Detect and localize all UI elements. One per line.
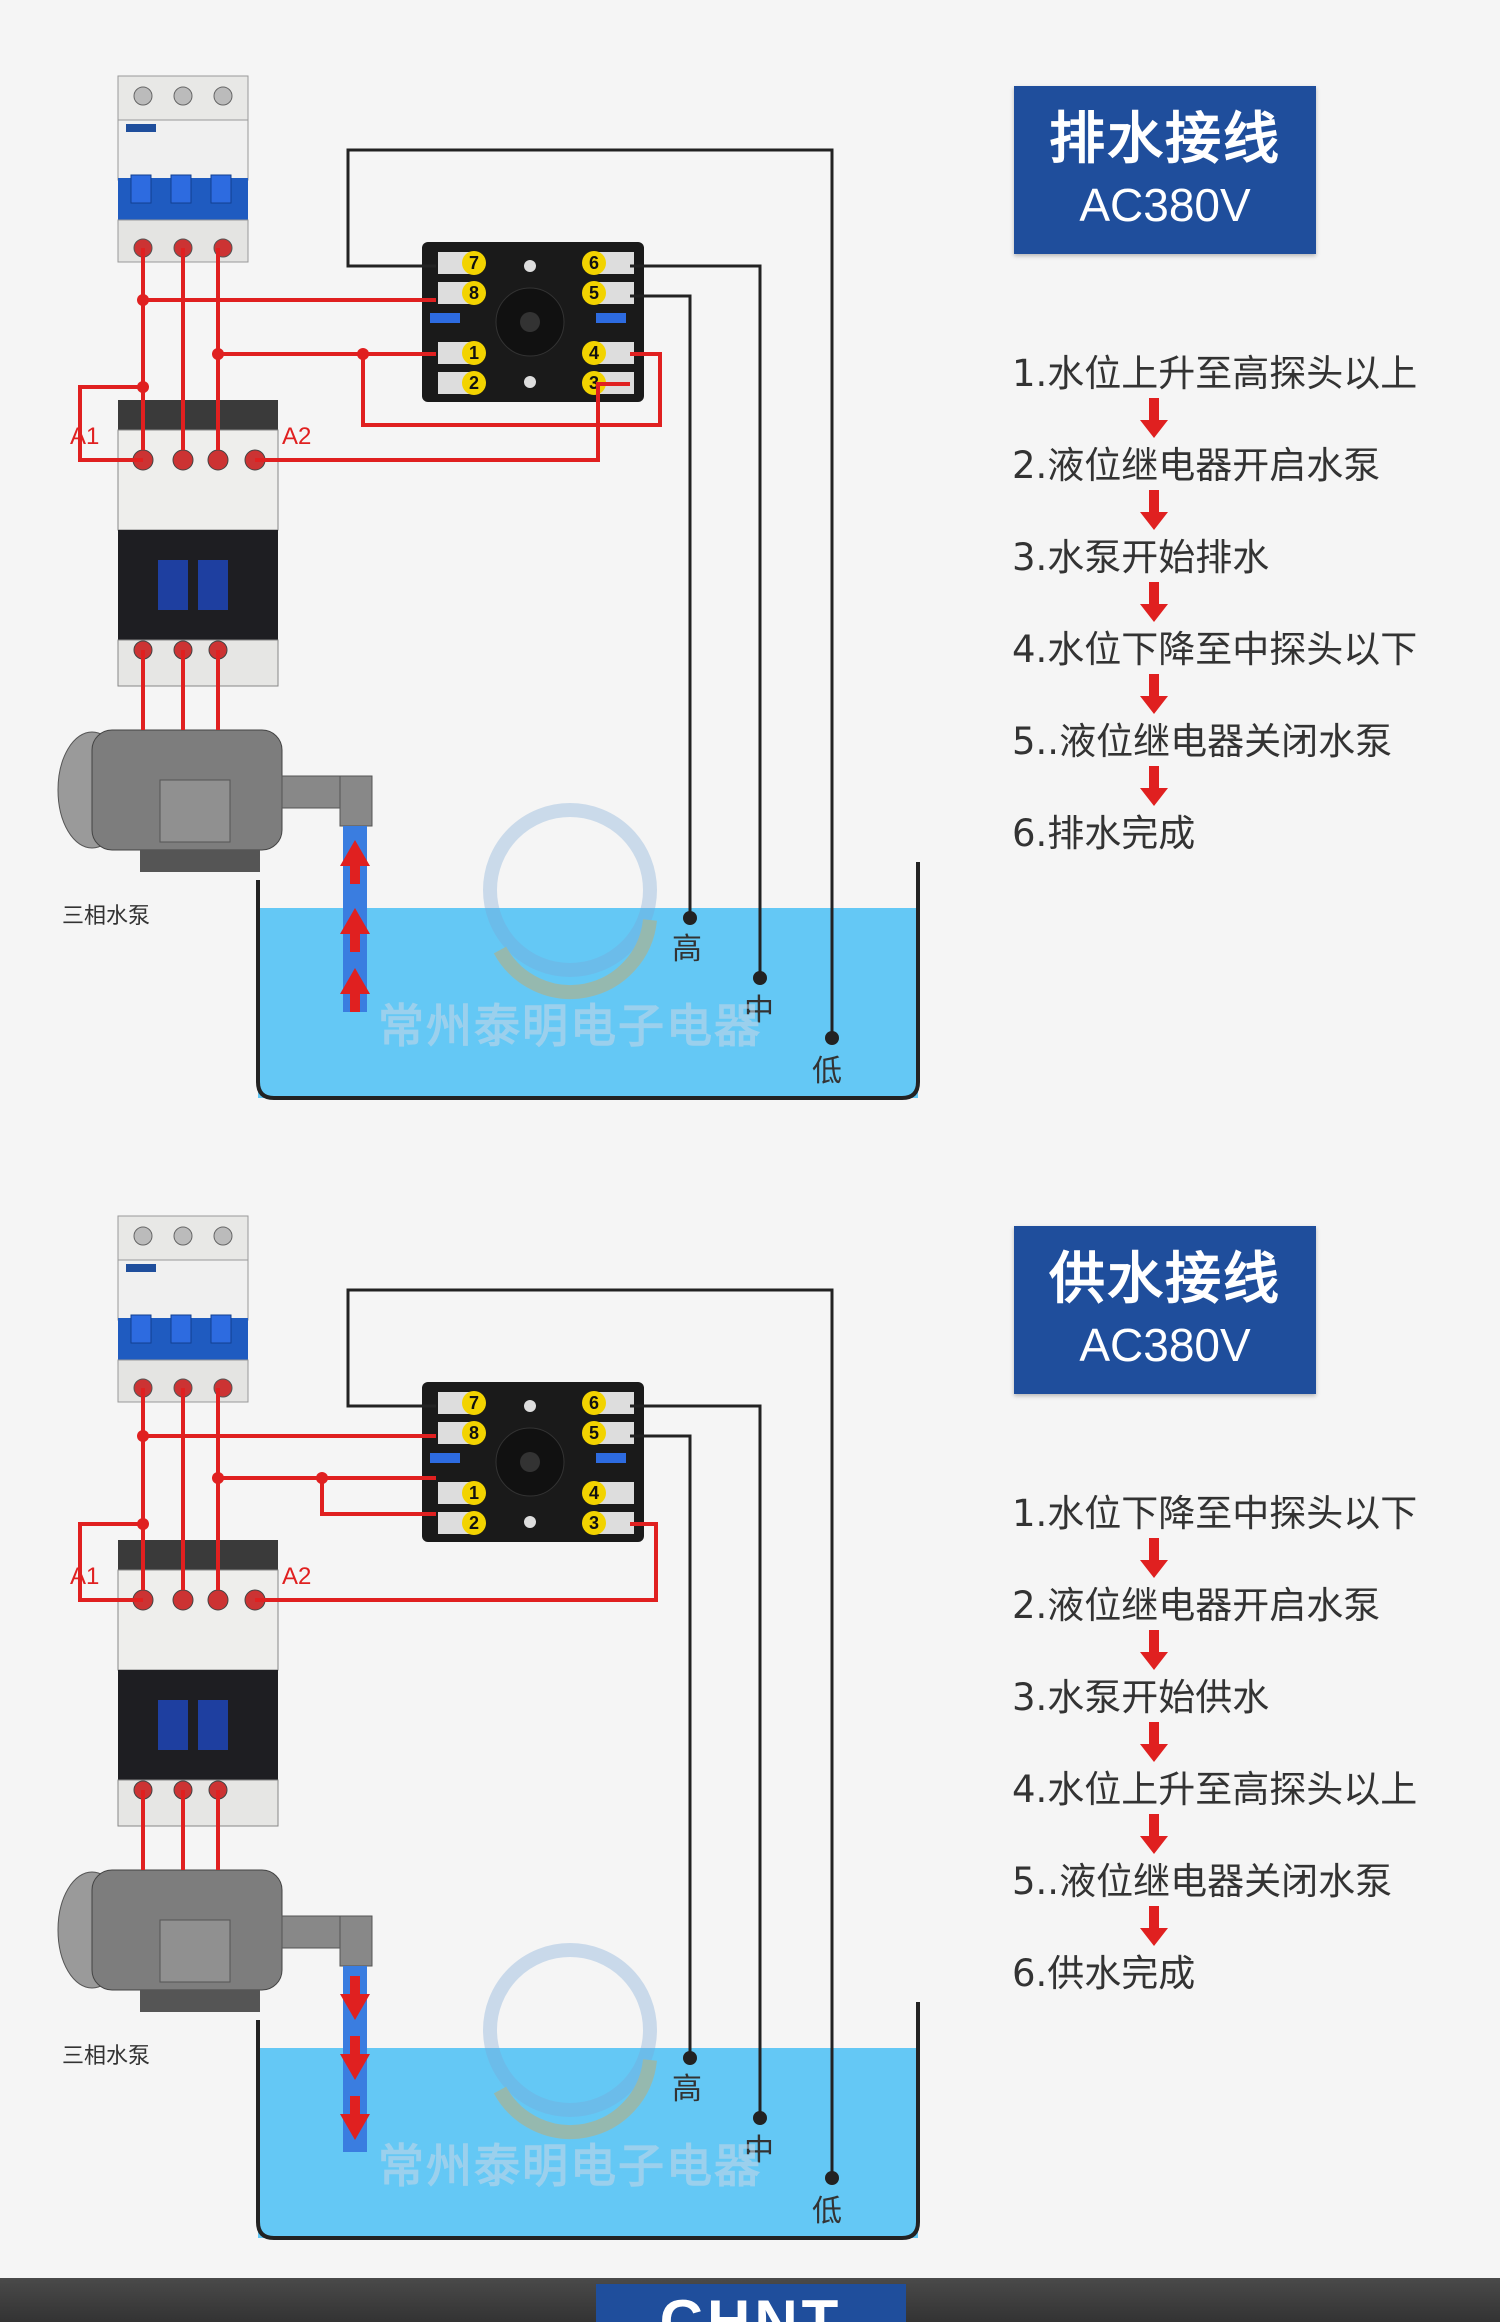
watermark-logo	[483, 1943, 657, 2139]
contactor-a2-label: A2	[282, 1563, 311, 1590]
step-2: 2.液位继电器开启水泵	[1012, 1584, 1381, 1627]
down-arrow-icon	[1012, 1628, 1472, 1676]
wire-junctions	[137, 294, 369, 393]
step-3: 3.水泵开始供水	[1012, 1676, 1270, 1719]
drain-title: 排水接线	[1049, 107, 1281, 172]
wire-junctions	[137, 1430, 328, 1530]
level-relay-base	[422, 242, 644, 402]
pump-label: 三相水泵	[62, 2044, 151, 2069]
level-relay-base	[422, 1382, 644, 1542]
step-3: 3.水泵开始排水	[1012, 536, 1270, 579]
brand-logo-text: CHNT	[659, 2288, 843, 2322]
water-tank	[256, 2002, 920, 2240]
step-4: 4.水位上升至高探头以上	[1012, 1768, 1418, 1811]
high-probe-label: 高	[672, 2072, 702, 2107]
drain-voltage: AC380V	[1079, 179, 1251, 231]
watermark-text: 常州泰明电子电器	[378, 2139, 762, 2193]
relay-pin-labels	[462, 1391, 606, 1535]
down-arrow-icon	[1012, 1812, 1472, 1860]
supply-wiring-diagram: 7 8 1 2 6 5 4 3	[57, 1215, 920, 2240]
pump-label: 三相水泵	[62, 904, 151, 929]
supply-voltage: AC380V	[1079, 1319, 1251, 1371]
low-probe-label: 低	[812, 2194, 842, 2229]
relay-pin-1: 1	[469, 343, 479, 363]
relay-pin-7: 7	[469, 1393, 479, 1413]
flow-arrows-up	[340, 840, 370, 1012]
low-probe	[825, 2171, 839, 2185]
relay-pin-8: 8	[469, 283, 479, 303]
down-arrow-icon	[1012, 580, 1472, 628]
relay-pin-4: 4	[589, 343, 599, 363]
brand-logo: CHNT	[596, 2284, 906, 2322]
down-arrow-icon	[1012, 1720, 1472, 1768]
down-arrow-icon	[1012, 764, 1472, 812]
three-phase-motor	[57, 1869, 373, 2012]
down-arrow-icon	[1012, 488, 1472, 536]
relay-pin-5: 5	[589, 1423, 599, 1443]
step-5: 5..液位继电器关闭水泵	[1012, 720, 1393, 763]
relay-pin-6: 6	[589, 1393, 599, 1413]
water-body	[258, 2048, 918, 2238]
step-6: 6.供水完成	[1012, 1952, 1196, 1995]
relay-pin-4: 4	[589, 1483, 599, 1503]
relay-pin-6: 6	[589, 253, 599, 273]
down-arrow-icon	[1012, 1904, 1472, 1952]
drain-wiring-panel: 7 8 1 2 6 5 4 3	[0, 0, 1500, 1140]
mid-probe	[753, 2111, 767, 2125]
low-probe-label: 低	[812, 1054, 842, 1089]
relay-pin-2: 2	[469, 373, 479, 393]
relay-pin-3: 3	[589, 1513, 599, 1533]
mid-probe	[753, 971, 767, 985]
step-4: 4.水位下降至中探头以下	[1012, 628, 1418, 671]
relay-pin-2: 2	[469, 1513, 479, 1533]
drain-steps: 1.水位上升至高探头以上 2.液位继电器开启水泵 3.水泵开始排水 4.水位下降…	[1012, 352, 1472, 856]
supply-title: 供水接线	[1049, 1247, 1281, 1312]
high-probe-label: 高	[672, 932, 702, 967]
low-probe	[825, 1031, 839, 1045]
drain-wiring-diagram: 7 8 1 2 6 5 4 3	[57, 75, 920, 1100]
supply-title-box: 供水接线 AC380V	[1014, 1226, 1316, 1394]
circuit-breaker	[117, 75, 249, 263]
relay-pin-7: 7	[469, 253, 479, 273]
drain-title-box: 排水接线 AC380V	[1014, 86, 1316, 254]
mid-probe-label: 中	[744, 2133, 774, 2168]
contactor	[117, 1540, 279, 1827]
water-tank	[256, 862, 920, 1100]
high-probe	[683, 2051, 697, 2065]
contactor-a2-label: A2	[282, 423, 311, 450]
step-5: 5..液位继电器关闭水泵	[1012, 1860, 1393, 1903]
high-probe	[683, 911, 697, 925]
probe-wiring	[346, 148, 834, 1038]
supply-steps: 1.水位下降至中探头以下 2.液位继电器开启水泵 3.水泵开始供水 4.水位上升…	[1012, 1492, 1472, 1996]
power-wiring	[78, 248, 662, 730]
down-arrow-icon	[1012, 672, 1472, 720]
relay-pin-1: 1	[469, 1483, 479, 1503]
water-body	[258, 908, 918, 1098]
watermark-text: 常州泰明电子电器	[378, 999, 762, 1053]
contactor-a1-label: A1	[70, 1563, 99, 1590]
relay-pin-labels	[462, 251, 606, 395]
down-arrow-icon	[1012, 396, 1472, 444]
relay-pin-5: 5	[589, 283, 599, 303]
three-phase-motor	[57, 729, 373, 872]
relay-pin-8: 8	[469, 1423, 479, 1443]
relay-pin-3: 3	[589, 373, 599, 393]
probe-wiring	[346, 1288, 834, 2178]
step-1: 1.水位下降至中探头以下	[1012, 1492, 1418, 1535]
down-arrow-icon	[1012, 1536, 1472, 1584]
mid-probe-label: 中	[744, 993, 774, 1028]
step-6: 6.排水完成	[1012, 812, 1196, 855]
watermark-logo	[483, 803, 657, 999]
step-1: 1.水位上升至高探头以上	[1012, 352, 1418, 395]
contactor-a1-label: A1	[70, 423, 99, 450]
flow-arrows-down	[340, 1976, 370, 2140]
circuit-breaker	[117, 1215, 249, 1403]
supply-wiring-panel: 7 8 1 2 6 5 4 3	[0, 1140, 1500, 2280]
step-2: 2.液位继电器开启水泵	[1012, 444, 1381, 487]
